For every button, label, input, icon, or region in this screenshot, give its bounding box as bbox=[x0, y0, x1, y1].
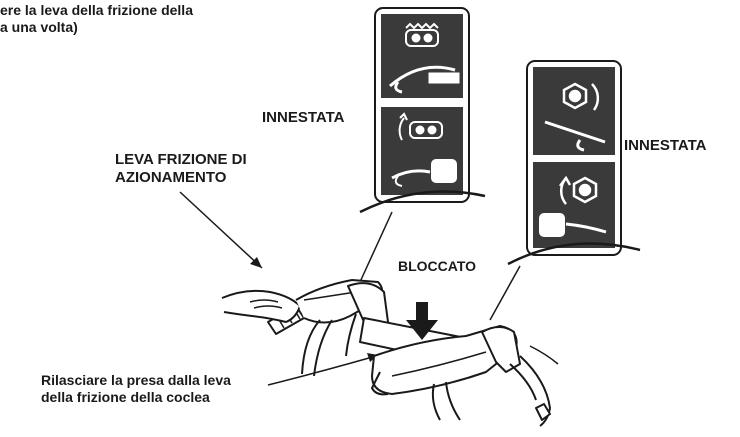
leva-arrow bbox=[180, 192, 262, 268]
label-leva-frizione-line-1: LEVA FRIZIONE DI bbox=[115, 151, 247, 169]
label-innestata-left: INNESTATA bbox=[262, 109, 345, 126]
callout-right-panel bbox=[490, 266, 520, 320]
instruction-fragment-line-2: a una volta) bbox=[0, 19, 78, 36]
label-rilasciare-line-2: della frizione della coclea bbox=[41, 389, 210, 406]
handlebar-illustration bbox=[222, 280, 558, 426]
instruction-fragment-line-1: ere la leva della frizione della bbox=[0, 2, 193, 19]
rilasciare-arrow bbox=[268, 353, 378, 385]
label-leva-frizione-line-2: AZIONAMENTO bbox=[115, 169, 226, 187]
decal-panel-left bbox=[375, 8, 469, 202]
callout-left-panel bbox=[360, 212, 392, 282]
label-rilasciare-line-1: Rilasciare la presa dalla leva bbox=[41, 372, 231, 389]
label-innestata-right: INNESTATA bbox=[624, 137, 707, 154]
label-bloccato: BLOCCATO bbox=[398, 258, 476, 275]
decal-panel-right bbox=[527, 61, 621, 255]
